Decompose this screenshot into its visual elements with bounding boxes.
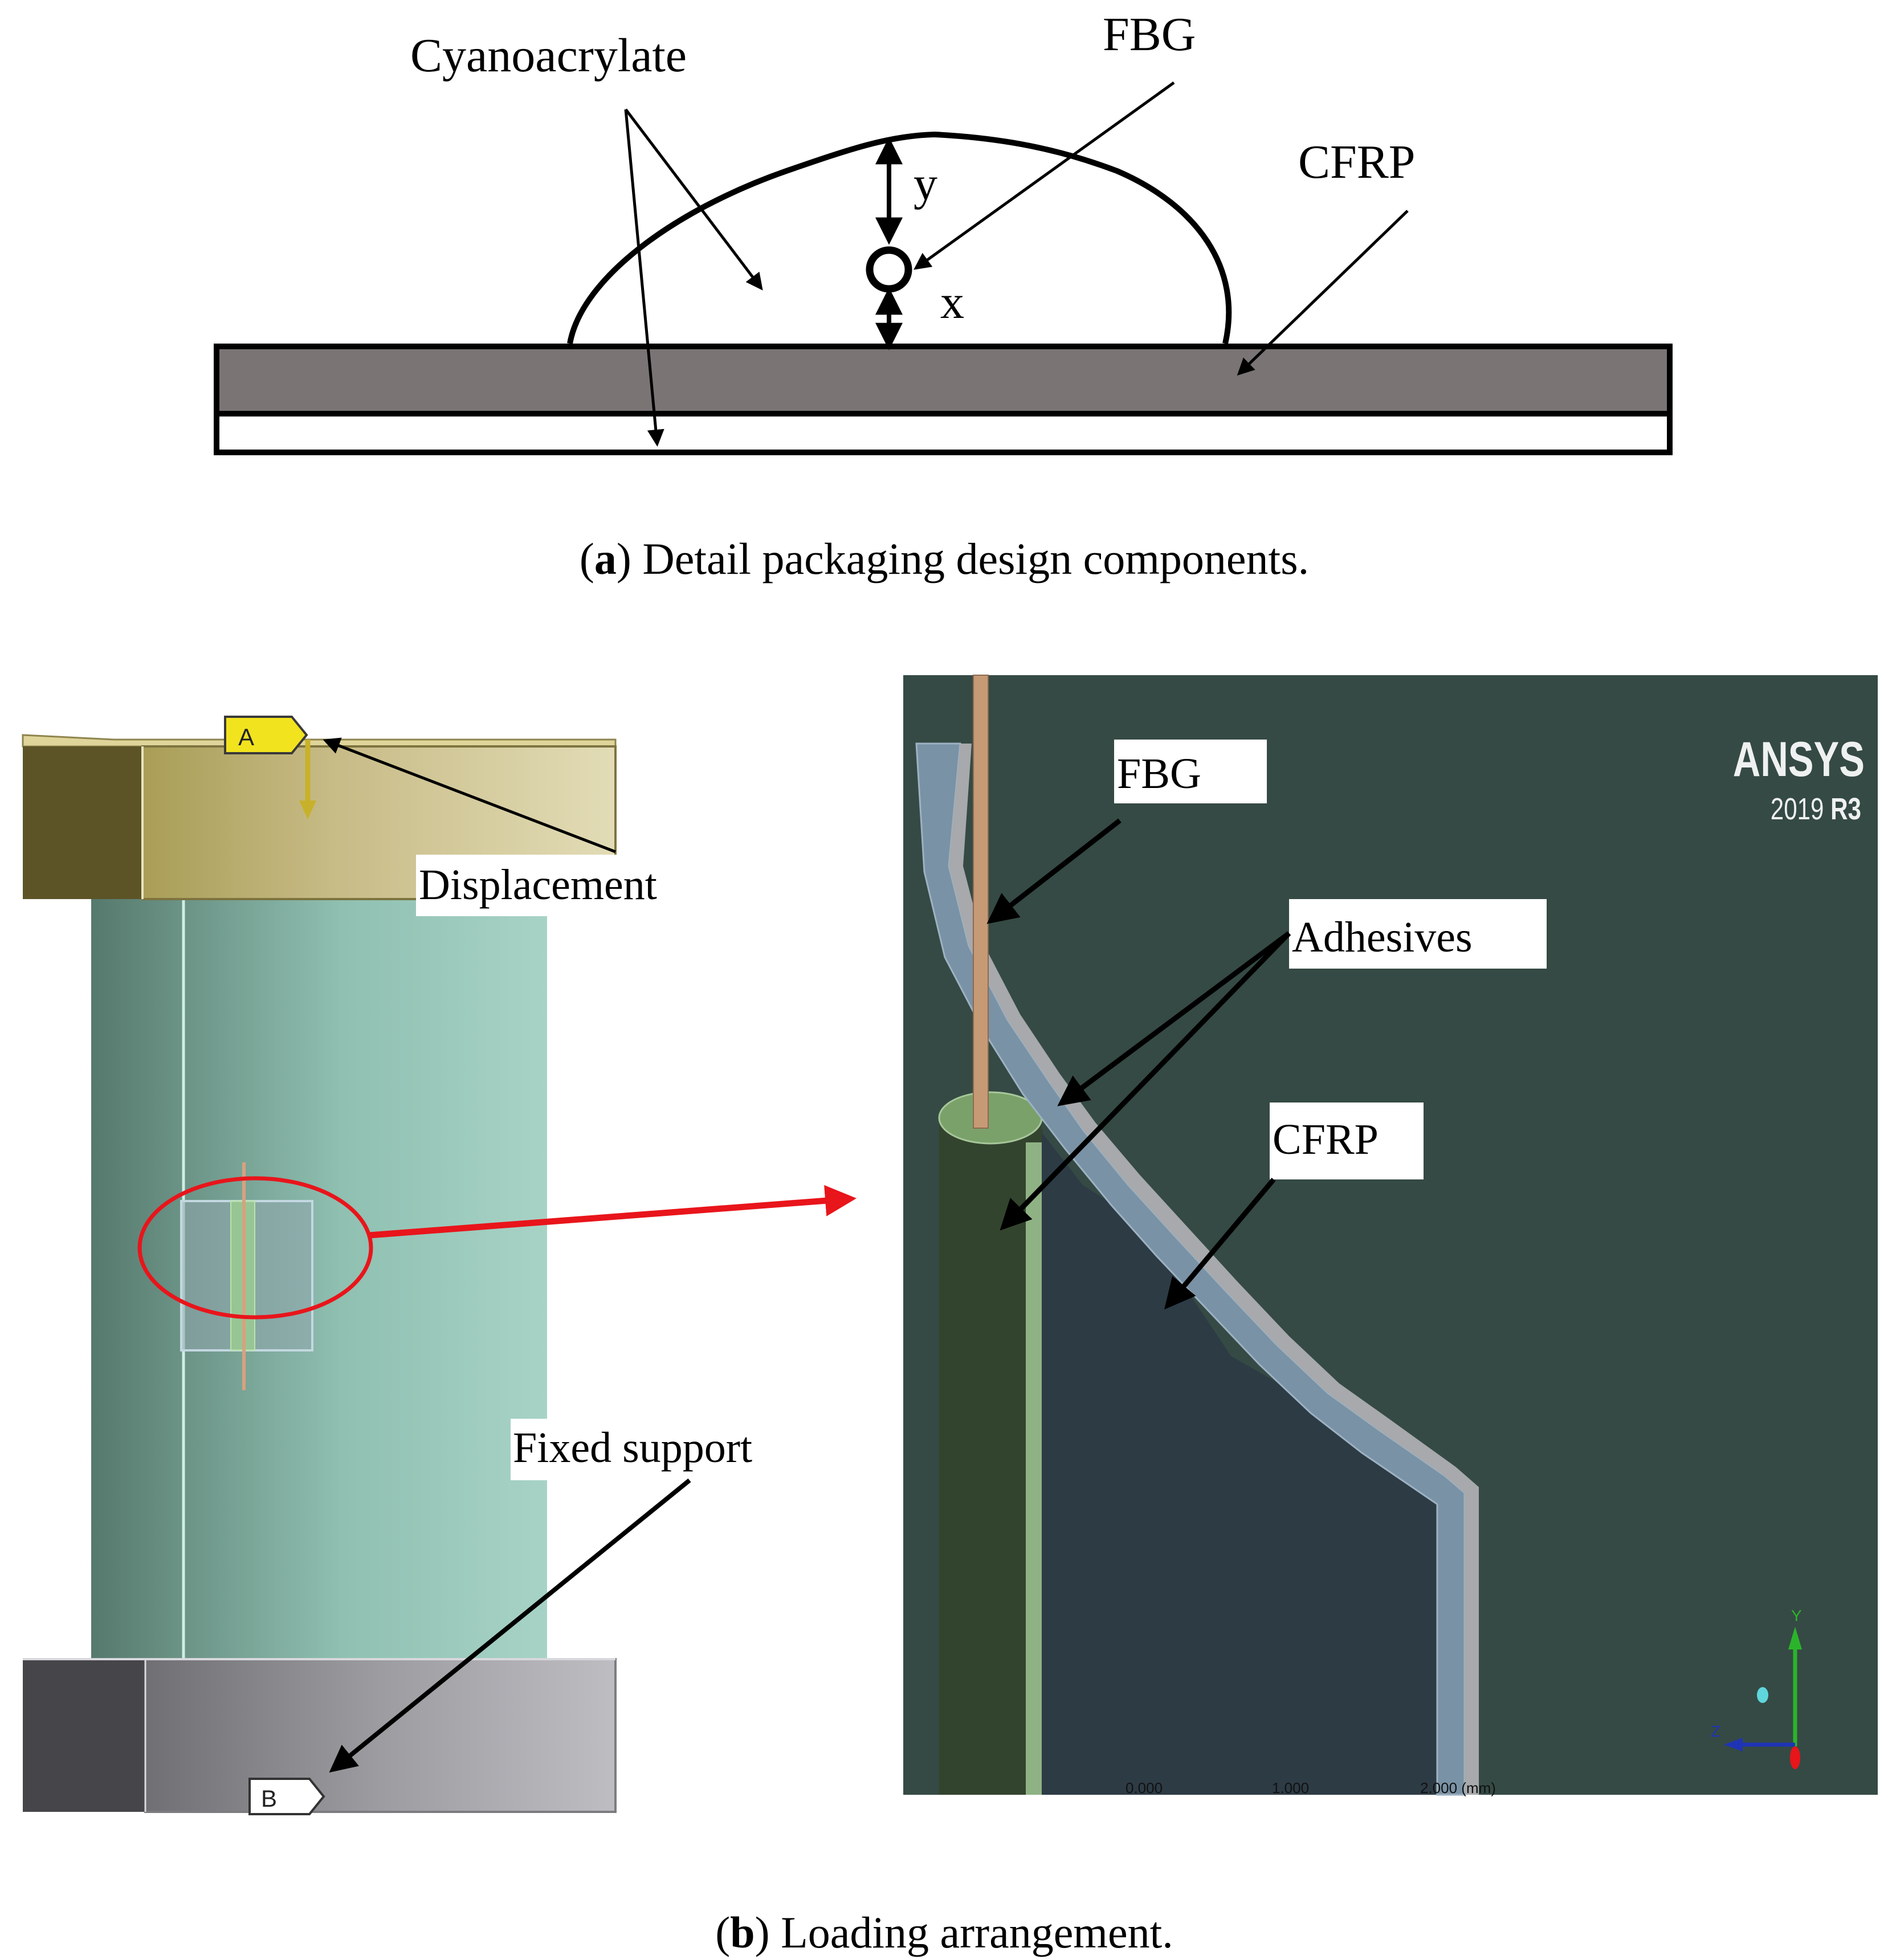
cfrp-layer: [214, 344, 1673, 416]
fbg-right-arrow: [986, 818, 1122, 924]
adhesive-column-top: [938, 1091, 1043, 1145]
panel-b-left-model: A B Displacement Fixed support: [22, 716, 857, 1815]
panel-a-schematic: Cyanoacrylate FBG CFRP y x (a) Detail pa…: [214, 8, 1673, 583]
scale-label-1: 1.000: [1272, 1779, 1309, 1796]
adhesives-label: Adhesives: [1292, 913, 1473, 961]
fixed-support-label-box: [511, 1419, 801, 1480]
triad-z-head: [1724, 1738, 1743, 1751]
cylinder-body: [91, 875, 547, 1661]
zoom-arrow: [369, 1185, 857, 1239]
coordinate-triad: Y Z: [1711, 1607, 1802, 1769]
displacement-label: Displacement: [419, 861, 657, 909]
inner-shadow-region: [1031, 1077, 1436, 1795]
triad-y-label: Y: [1791, 1607, 1802, 1624]
fbg-arrow: [914, 81, 1175, 270]
panel-a-caption-letter: a: [594, 534, 617, 583]
scale-label-2: 2.000 (mm): [1420, 1779, 1496, 1796]
ansys-version-release: R3: [1830, 792, 1861, 826]
panel-b-caption-letter: b: [730, 1908, 755, 1957]
cyanoacrylate-dome: [567, 131, 1232, 345]
fixed-support-label: Fixed support: [513, 1424, 752, 1472]
fbg-fiber-right: [973, 675, 989, 1129]
cfrp-right-arrow: [1164, 1178, 1276, 1310]
highlight-ellipse: [137, 1176, 373, 1320]
cyanoacrylate-arrow-1: [625, 108, 763, 291]
panel-b-right-ansys-view: ANSYS 2019 R3 0.000 1.000 2.000 (mm) Y Z…: [903, 675, 1878, 1796]
fbg-fiber-cross-section: [866, 246, 912, 293]
scale-label-0: 0.000: [1126, 1779, 1163, 1796]
marker-a-tag: [224, 716, 308, 754]
panel-a-caption: (a) Detail packaging design components.: [580, 534, 1309, 583]
triad-x-marker: [1790, 1746, 1800, 1769]
triad-rotation-dot: [1757, 1687, 1768, 1703]
cfrp-right-label: CFRP: [1273, 1116, 1379, 1163]
displacement-label-box: [416, 855, 704, 916]
bottom-support-plate-face: [144, 1658, 617, 1813]
top-loading-plate-rim: [22, 734, 617, 748]
adhesives-label-box: [1289, 899, 1547, 969]
cfrp-label: CFRP: [1298, 136, 1416, 189]
ansys-brand: ANSYS: [1733, 732, 1865, 787]
cfrp-arrow: [1237, 210, 1409, 376]
panel-a-caption-text: Detail packaging design components.: [631, 534, 1309, 583]
dimension-x-label: x: [940, 276, 964, 329]
fbg-label: FBG: [1103, 8, 1196, 61]
outer-adhesive-strip: [949, 744, 1479, 1795]
fbg-right-label: FBG: [1117, 750, 1201, 798]
marker-b-label: B: [261, 1785, 277, 1812]
panel-b-caption-text: Loading arrangement.: [770, 1908, 1173, 1957]
adhesives-arrow-2: [1000, 931, 1291, 1231]
adhesive-column-edge: [1026, 1142, 1042, 1795]
marker-b-tag: [248, 1778, 325, 1815]
substrate-layer: [214, 411, 1673, 455]
fixed-support-arrow: [329, 1478, 691, 1773]
displacement-arrow: [323, 737, 616, 854]
ansys-version: 2019 R3: [1771, 792, 1861, 826]
displacement-vector-head: [299, 801, 316, 819]
adhesives-arrow-1: [1057, 931, 1291, 1106]
triad-y-head: [1788, 1627, 1802, 1649]
marker-a-label: A: [238, 724, 254, 750]
bottom-support-plate-side: [23, 1659, 145, 1812]
dimension-y-label: y: [914, 157, 937, 210]
panel-b-caption: (b) Loading arrangement.: [715, 1908, 1173, 1957]
cfrp-right-label-box: [1270, 1102, 1424, 1179]
cyanoacrylate-arrow-2: [624, 109, 664, 447]
ansys-version-prefix: 2019: [1771, 792, 1830, 826]
cyanoacrylate-label: Cyanoacrylate: [410, 29, 687, 82]
top-loading-plate-side: [23, 746, 142, 899]
fbg-right-label-box: [1114, 740, 1267, 803]
triad-z-label: Z: [1711, 1722, 1720, 1740]
